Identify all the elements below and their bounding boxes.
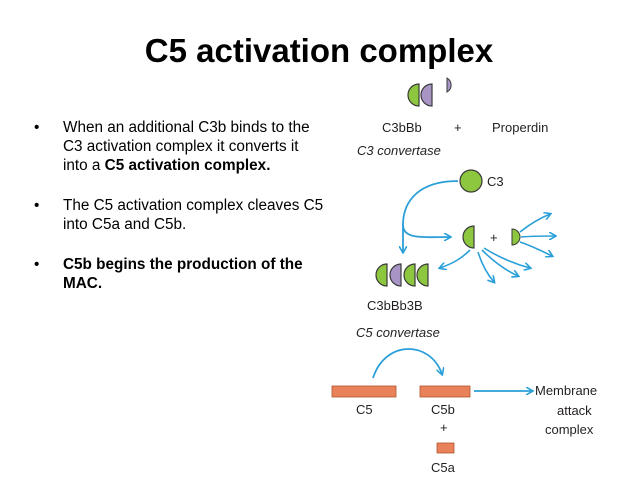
c3a-fragment-icon: [511, 228, 521, 246]
cleavage-arrow: [372, 348, 442, 379]
bullet-item: • When an additional C3b binds to the C3…: [34, 118, 324, 175]
bullet-text: When an additional C3b binds to the C3 a…: [63, 119, 310, 174]
plus-sign: +: [490, 230, 498, 245]
c5-molecule-icon: [331, 385, 397, 398]
bullet-item: • The C5 activation complex cleaves C5 i…: [34, 196, 324, 234]
c3-label: C3: [487, 174, 504, 189]
c3-convertase-label: C3 convertase: [357, 143, 441, 158]
bullet-marker: •: [34, 197, 40, 214]
plus-sign: +: [440, 420, 448, 435]
c3b-fragment-icon: [462, 225, 475, 249]
bullet-marker: •: [34, 119, 40, 136]
mac-label-line2: attack: [557, 403, 592, 418]
properdin-label: Properdin: [492, 120, 548, 135]
c5-label: C5: [356, 402, 373, 417]
c3b-spread-arrows: [440, 247, 530, 282]
c3bbb-label: C3bBb: [382, 120, 422, 135]
plus-sign: +: [454, 120, 462, 135]
c3bbb-complex-icon: [407, 77, 452, 107]
c5a-fragment-icon: [436, 442, 455, 454]
c5a-label: C5a: [431, 460, 456, 475]
c5-convertase-label: C5 convertase: [356, 325, 440, 340]
mac-label-line3: complex: [545, 422, 594, 437]
bullet-bold-text: C5b begins the production of the MAC.: [63, 256, 303, 292]
bullet-marker: •: [34, 256, 40, 273]
bullet-item: • C5b begins the production of the MAC.: [34, 255, 324, 293]
c3bbb3b-label: C3bBb3B: [367, 298, 423, 313]
bullet-bold-text: C5 activation complex.: [104, 157, 271, 174]
release-arrows: [519, 214, 555, 256]
binding-arrow: [402, 180, 459, 237]
c5b-label: C5b: [431, 402, 455, 417]
mac-label-line1: Membrane: [535, 383, 597, 398]
c3bbb3b-complex-icon: [375, 263, 429, 287]
bullet-list: • When an additional C3b binds to the C3…: [34, 118, 324, 314]
slide-title: C5 activation complex: [144, 32, 494, 69]
c5b-fragment-icon: [419, 385, 471, 398]
c3-molecule-icon: [459, 169, 483, 193]
bullet-text: The C5 activation complex cleaves C5 int…: [63, 197, 324, 233]
